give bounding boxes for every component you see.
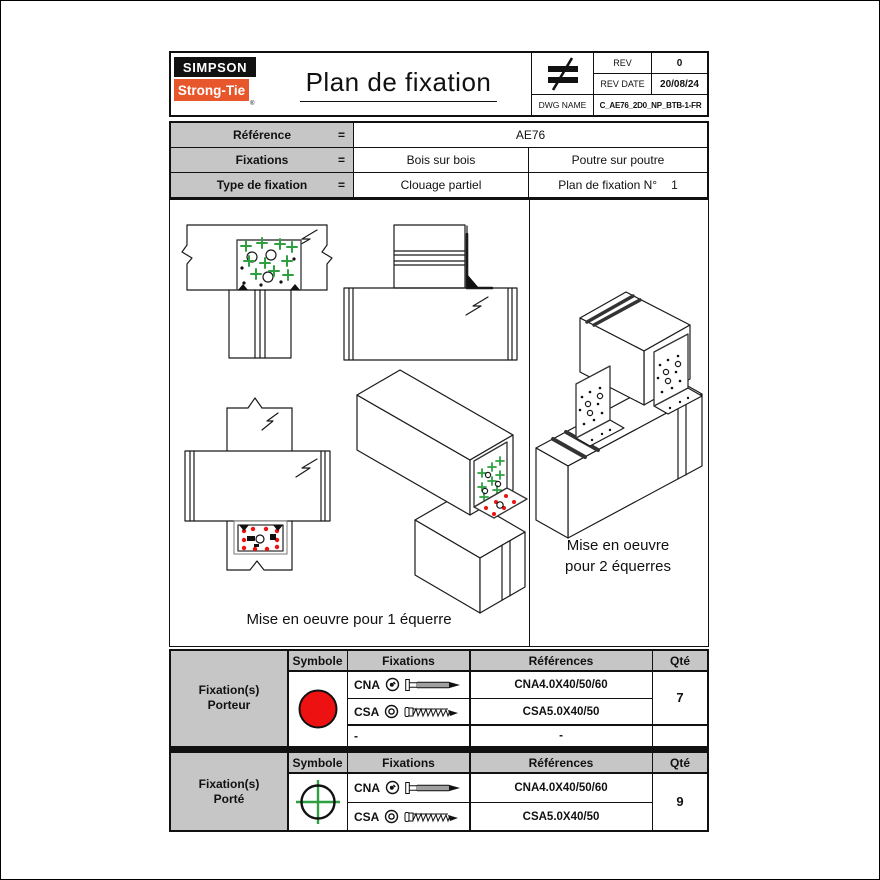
- col-header-qte: Qté: [653, 753, 707, 772]
- isometric-2-brackets-drawing: [535, 291, 703, 539]
- fixation-table-porteur: Fixation(s)Porteur Symbole Fixations Réf…: [169, 649, 709, 748]
- rev-date-value: 20/08/24: [652, 74, 707, 94]
- green-nail-markers: [477, 456, 505, 502]
- page-title: Plan de fixation: [299, 67, 498, 102]
- table-row-title: Fixation(s)Porteur: [171, 651, 287, 746]
- dwg-name-value: C_AE76_2D0_NP_BTB-1-FR: [594, 95, 707, 115]
- drawing-sheet: SIMPSON Strong-Tie ® Plan de fixation RE…: [169, 51, 709, 832]
- red-nail-markers: [241, 526, 280, 552]
- equals-sign: =: [337, 128, 345, 142]
- elevation-view-drawing: [343, 224, 518, 361]
- csa-head-icon: [385, 704, 399, 719]
- info-row-fixations-label: Fixations=: [171, 148, 353, 172]
- green-nail-markers: [240, 237, 298, 281]
- registered-mark: ®: [250, 101, 255, 107]
- qty-value: 9: [653, 773, 707, 830]
- caption-2-equerres-line2: pour 2 équerres: [565, 558, 671, 575]
- fixation-row-cna: CNA: [348, 671, 469, 698]
- equals-sign: =: [337, 153, 345, 167]
- isometric-1-bracket-drawing: [356, 369, 528, 614]
- qty-value: 7: [653, 671, 707, 724]
- strongtie-logo-box: Strong-Tie: [174, 79, 249, 101]
- projection-symbol-icon: [532, 53, 593, 94]
- cna-head-icon: [385, 780, 400, 795]
- nail-icon: [405, 781, 460, 794]
- rev-label: REV: [594, 53, 651, 73]
- table-row-title: Fixation(s)Porté: [171, 753, 287, 830]
- screw-icon: [404, 706, 459, 718]
- simpson-strongtie-logo: SIMPSON Strong-Tie ®: [171, 53, 266, 115]
- reference-cna: CNA4.0X40/50/60: [470, 773, 652, 802]
- fixation-row-csa: CSA: [348, 803, 469, 830]
- reference-csa: CSA5.0X40/50: [470, 803, 652, 830]
- caption-2-equerres-line1: Mise en oeuvre: [567, 537, 670, 554]
- title-block: SIMPSON Strong-Tie ® Plan de fixation RE…: [169, 51, 709, 117]
- simpson-logo-box: SIMPSON: [174, 57, 256, 77]
- cna-head-icon: [385, 677, 400, 692]
- plan-view-drawing: [181, 224, 333, 359]
- col-header-references: Références: [470, 753, 652, 772]
- col-header-symbole: Symbole: [288, 651, 347, 670]
- fixation-table-porte: Fixation(s)Porté Symbole Fixations Référ…: [169, 751, 709, 832]
- drawing-area: Mise en oeuvre pour 1 équerre: [169, 199, 709, 647]
- info-fixations-value-2: Poutre sur poutre: [529, 148, 707, 172]
- col-header-qte: Qté: [653, 651, 707, 670]
- info-table: Référence= AE76 Fixations= Bois sur bois…: [169, 121, 709, 199]
- table-divider: [169, 747, 709, 751]
- screw-icon: [404, 811, 459, 823]
- csa-head-icon: [385, 809, 399, 824]
- symbole-red-dot-icon: [288, 671, 347, 746]
- title-cell: Plan de fixation: [266, 53, 531, 115]
- red-nail-markers: [484, 494, 516, 516]
- double-bracket-view-pane: Mise en oeuvre pour 2 équerres: [530, 200, 708, 646]
- caption-1-equerre: Mise en oeuvre pour 1 équerre: [246, 611, 451, 628]
- fixation-row-empty: -: [348, 725, 469, 746]
- cross-section-drawing: [184, 397, 331, 571]
- rev-date-label: REV DATE: [594, 74, 651, 94]
- reference-csa: CSA5.0X40/50: [470, 699, 652, 724]
- single-bracket-views-pane: Mise en oeuvre pour 1 équerre: [170, 200, 530, 646]
- symbole-crosshair-icon: [288, 773, 347, 830]
- dwg-name-label: DWG NAME: [532, 95, 593, 115]
- col-header-symbole: Symbole: [288, 753, 347, 772]
- plan-number-value: 1: [671, 178, 678, 192]
- equals-sign: =: [337, 178, 345, 192]
- reference-empty: -: [470, 725, 652, 746]
- rev-value: 0: [652, 53, 707, 73]
- info-type-value: Clouage partiel: [354, 173, 528, 197]
- col-header-references: Références: [470, 651, 652, 670]
- rev-table: REV 0 REV DATE 20/08/24 DWG NAME C_AE76_…: [531, 53, 707, 115]
- fixation-row-csa: CSA: [348, 699, 469, 724]
- fixation-row-cna: CNA: [348, 773, 469, 802]
- info-reference-value: AE76: [354, 123, 707, 147]
- reference-cna: CNA4.0X40/50/60: [470, 671, 652, 698]
- nail-icon: [405, 678, 460, 691]
- info-row-reference-label: Référence=: [171, 123, 353, 147]
- info-plan-number: Plan de fixation N°1: [529, 173, 707, 197]
- qty-empty-cell: [653, 725, 707, 746]
- col-header-fixations: Fixations: [348, 753, 469, 772]
- info-row-type-label: Type de fixation=: [171, 173, 353, 197]
- col-header-fixations: Fixations: [348, 651, 469, 670]
- info-fixations-value-1: Bois sur bois: [354, 148, 528, 172]
